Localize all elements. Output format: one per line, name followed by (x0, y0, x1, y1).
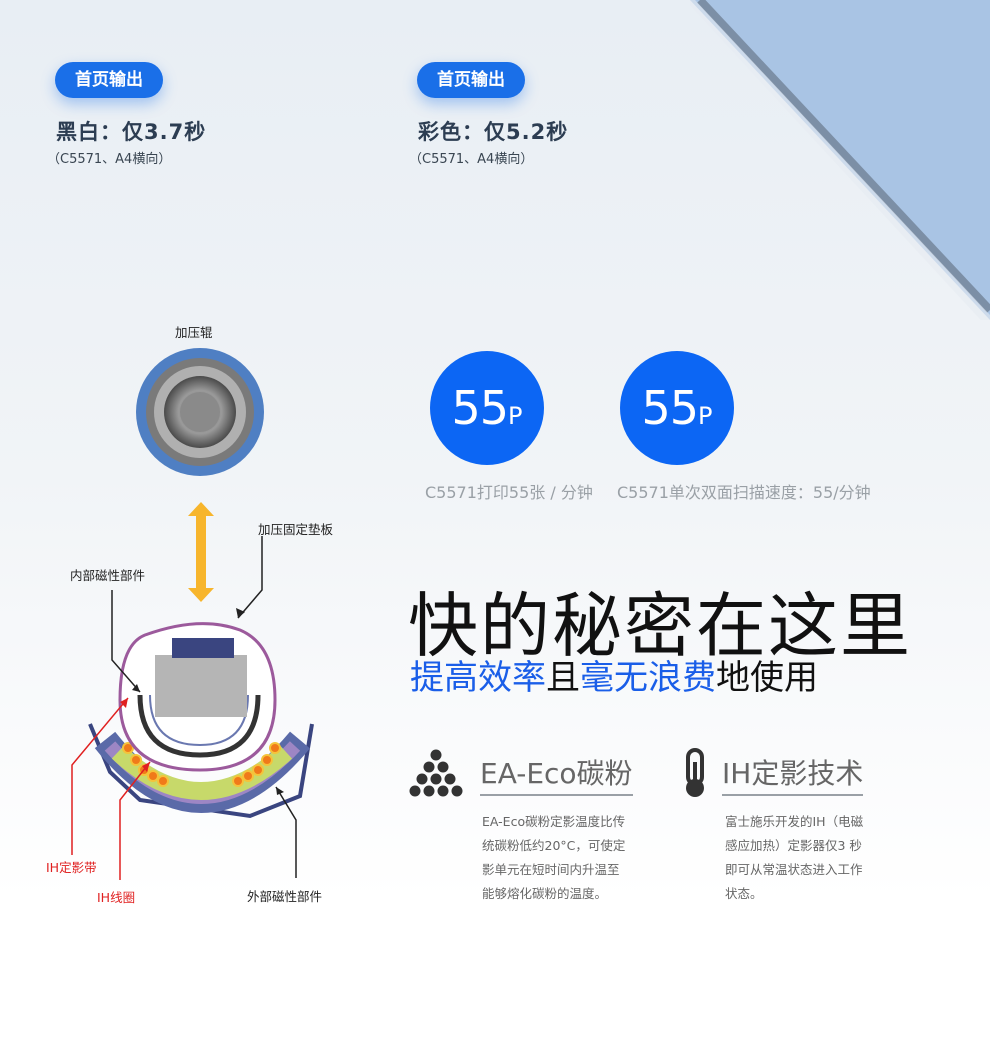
pressure-pad-label: 加压固定垫板 (258, 522, 334, 537)
tagline: 提高效率且毫无浪费地使用 (410, 650, 818, 699)
scan-speed-circle: 55P (620, 351, 734, 465)
ih-fusing-tech-title: IH定影技术 (722, 752, 864, 796)
corner-decoration (690, 0, 990, 320)
ih-desc-line: 状态。 (725, 886, 763, 901)
toner-particles-icon (409, 749, 463, 797)
pressure-roller-graphic (136, 348, 264, 476)
print-speed-circle: 55P (430, 351, 544, 465)
tagline-part-3: 毫无浪费 (580, 658, 716, 698)
print-speed-unit: P (508, 402, 523, 430)
outer-magnetic-label: 外部磁性部件 (247, 889, 323, 904)
ih-fusing-tech-desc: 富士施乐开发的IH（电磁 感应加热）定影器仅3 秒 即可从常温状态进入工作 状态… (725, 810, 863, 906)
fuser-diagram (71, 348, 314, 880)
color-first-page-time: 彩色：仅5.2秒 (418, 120, 569, 144)
ea-eco-toner-desc: EA-Eco碳粉定影温度比传 统碳粉低约20°C，可使定 影单元在短时间内升温至… (482, 810, 625, 906)
scan-speed-value: 55 (641, 381, 699, 435)
ih-belt-label: IH定影带 (46, 860, 97, 875)
print-speed-caption: C5571打印55张 / 分钟 (425, 483, 593, 502)
double-arrow-graphic (188, 502, 214, 602)
ea-eco-desc-line: 影单元在短时间内升温至 (482, 862, 620, 877)
ih-coil-label: IH线圈 (97, 890, 136, 905)
tagline-part-4: 地使用 (716, 658, 818, 698)
ih-desc-line: 即可从常温状态进入工作 (725, 862, 863, 877)
ea-eco-desc-line: EA-Eco碳粉定影温度比传 (482, 814, 626, 829)
color-note: （C5571、A4横向） (409, 152, 534, 167)
inner-magnetic-label: 内部磁性部件 (70, 568, 146, 583)
scan-speed-caption: C5571单次双面扫描速度：55/分钟 (617, 483, 871, 502)
print-speed-value: 55 (451, 381, 509, 435)
mono-note: （C5571、A4横向） (47, 152, 172, 167)
pressure-roller-label: 加压辊 (175, 325, 213, 340)
ih-desc-line: 感应加热）定影器仅3 秒 (725, 838, 862, 853)
tagline-part-2: 且 (546, 658, 580, 698)
tagline-part-1: 提高效率 (410, 658, 546, 698)
first-page-output-badge-color: 首页输出 (417, 62, 525, 98)
secret-headline: 快的秘密在这里 (408, 585, 912, 667)
ea-eco-toner-title: EA-Eco碳粉 (480, 752, 633, 796)
thermometer-icon (686, 748, 704, 797)
mono-first-page-time: 黑白：仅3.7秒 (56, 120, 207, 144)
scan-speed-unit: P (698, 402, 713, 430)
ea-eco-desc-line: 统碳粉低约20°C，可使定 (482, 838, 626, 853)
first-page-output-badge-mono: 首页输出 (55, 62, 163, 98)
ih-desc-line: 富士施乐开发的IH（电磁 (725, 814, 864, 829)
ea-eco-desc-line: 能够熔化碳粉的温度。 (482, 886, 608, 901)
